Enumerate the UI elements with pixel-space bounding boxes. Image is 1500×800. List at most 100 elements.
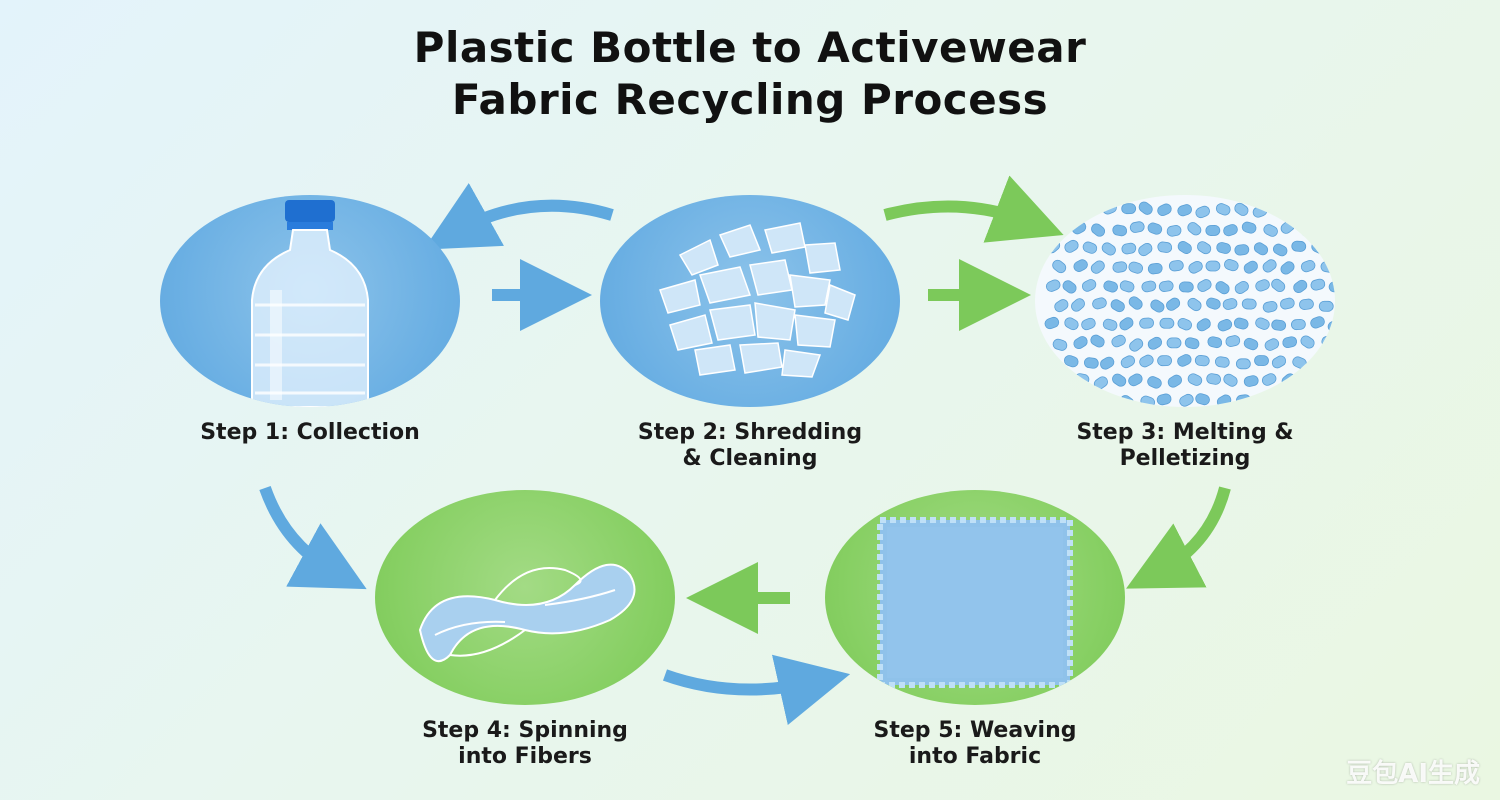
pellet <box>1147 222 1163 235</box>
pellet <box>1112 224 1128 237</box>
plastic-flakes-icon <box>659 222 856 378</box>
pellet <box>1234 280 1249 294</box>
step-4-label-line-2: into Fibers <box>458 744 592 769</box>
pellet <box>1234 202 1249 216</box>
step-4-label: Step 4: Spinning into Fibers <box>370 718 680 770</box>
pellet <box>1243 375 1259 387</box>
pellet <box>1147 262 1163 275</box>
pellet <box>1273 203 1288 216</box>
yarn-skein-icon <box>418 563 636 662</box>
step-5-label-line-2: into Fabric <box>908 744 1042 769</box>
pellet <box>1081 317 1096 331</box>
pellet <box>1329 356 1335 370</box>
pellet <box>1157 241 1173 253</box>
pellet <box>1138 242 1153 257</box>
pellet <box>1129 338 1144 352</box>
pellet <box>1177 204 1192 217</box>
pellet <box>1121 203 1137 215</box>
pellet <box>1120 355 1136 369</box>
step-2-circle <box>600 195 900 407</box>
pellet <box>1272 243 1288 257</box>
pellet <box>1223 373 1238 387</box>
pellet <box>1262 300 1278 313</box>
curved-arrow-1-4 <box>259 485 367 590</box>
step-2-label-line-2: & Cleaning <box>682 446 818 471</box>
pellet <box>1290 318 1306 331</box>
fabric-swatch-icon <box>877 517 1073 688</box>
pellet <box>1254 355 1269 367</box>
pellet <box>1310 316 1325 329</box>
pellet <box>1147 336 1163 350</box>
pellet <box>1255 317 1270 330</box>
pellet <box>1141 280 1157 293</box>
pellet <box>1100 356 1115 370</box>
pellet <box>1328 279 1335 293</box>
pellet <box>1327 319 1335 332</box>
pellet <box>1223 224 1238 237</box>
watermark: 豆包AI生成 <box>1346 759 1480 789</box>
pellet <box>1177 318 1193 331</box>
pellet <box>1195 393 1210 406</box>
curved-arrow-3-5 <box>1126 486 1231 589</box>
pellet <box>1196 318 1211 332</box>
pellet <box>1243 337 1259 351</box>
pellet <box>1063 395 1078 407</box>
pellet <box>1331 204 1335 215</box>
pellet <box>1177 354 1192 367</box>
pellet <box>1071 298 1085 312</box>
pellet <box>1206 373 1222 385</box>
pellet <box>1299 377 1315 389</box>
pellet <box>1103 280 1118 293</box>
title-line-2: Fabric Recycling Process <box>451 75 1049 124</box>
pellet <box>1120 395 1135 407</box>
pellet <box>1156 393 1172 406</box>
pellet <box>1205 260 1221 272</box>
pellet <box>1071 221 1087 235</box>
step-1-circle <box>160 195 460 407</box>
pellet <box>1187 222 1202 236</box>
pellet <box>1179 393 1194 407</box>
pellet <box>1318 300 1334 312</box>
pellet <box>1253 392 1269 405</box>
step-3-circle <box>1035 195 1335 407</box>
pellet <box>1255 279 1270 292</box>
pellet <box>1168 260 1184 272</box>
pellet <box>1159 317 1175 329</box>
step-5-label-line-1: Step 5: Weaving <box>873 718 1077 743</box>
pellet <box>1241 298 1257 310</box>
pellet <box>1074 373 1090 385</box>
step-1-label-line-1: Step 1: Collection <box>200 420 420 445</box>
step-1-label: Step 1: Collection <box>160 420 460 446</box>
pellet <box>1225 335 1241 347</box>
curved-arrow-bottom <box>662 654 851 726</box>
pellet <box>1194 355 1210 367</box>
pellet <box>1320 376 1335 389</box>
pellet <box>1045 279 1061 292</box>
pellet <box>1090 260 1105 274</box>
pellet <box>1222 298 1238 310</box>
step-3-label-line-2: Pelletizing <box>1119 446 1251 471</box>
pellet <box>1101 242 1116 256</box>
pellet <box>1139 317 1154 329</box>
pellet <box>1299 298 1314 310</box>
step-4-circle <box>375 490 675 705</box>
pellet <box>1150 299 1165 313</box>
pellet <box>1052 338 1068 351</box>
pellet <box>1046 239 1061 254</box>
pellet <box>1102 318 1118 331</box>
pellet <box>1119 280 1135 293</box>
pellet <box>1093 376 1108 390</box>
pellet <box>1102 394 1118 407</box>
pellet <box>1216 242 1231 254</box>
title-line-1: Plastic Bottle to Activewear <box>413 23 1087 72</box>
pellet <box>1128 373 1143 387</box>
pellet <box>1236 394 1251 406</box>
step-3-label: Step 3: Melting & Pelletizing <box>1030 420 1340 472</box>
pellet <box>1291 240 1307 252</box>
pellet <box>1290 202 1305 216</box>
pellet <box>1128 261 1144 274</box>
pellet <box>1273 393 1289 407</box>
pellet <box>1092 297 1107 310</box>
pellet <box>1054 299 1069 313</box>
pellet <box>1082 241 1098 254</box>
